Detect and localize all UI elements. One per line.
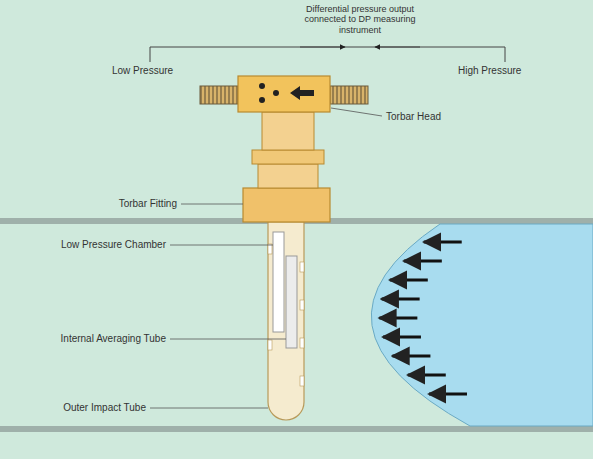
- internal-averaging-tube: [286, 256, 297, 348]
- flow-profile: [371, 224, 593, 426]
- high-pressure-connector: [330, 86, 368, 104]
- signal-line: [150, 47, 505, 62]
- part-label: Outer Impact Tube: [63, 402, 146, 414]
- part-label: Internal Averaging Tube: [61, 333, 166, 345]
- signal-arrow: [300, 47, 345, 48]
- flow-arrow: [429, 392, 467, 395]
- part-label: Low Pressure Chamber: [61, 239, 166, 251]
- part-label: Torbar Head: [386, 111, 441, 123]
- low-pressure-chamber: [273, 232, 284, 332]
- leader-lines: [150, 108, 382, 408]
- flow-direction-arrow: [290, 86, 314, 100]
- flow-arrow: [390, 278, 428, 281]
- head-dot: [273, 90, 279, 96]
- compression-nut: [258, 164, 318, 188]
- stem: [262, 112, 314, 150]
- low-pressure-connector: [200, 86, 238, 104]
- flow-arrows: [379, 242, 467, 394]
- signal-arrow: [375, 47, 420, 48]
- flow-arrow: [424, 240, 462, 243]
- port-label: High Pressure: [458, 65, 521, 77]
- outer-impact-tube: [268, 222, 304, 420]
- port-label: Low Pressure: [112, 65, 173, 77]
- pipe-wall: [0, 426, 593, 432]
- torbar-fitting: [243, 188, 330, 222]
- torbar-head: [238, 76, 330, 112]
- head-dot: [259, 83, 265, 89]
- flow-arrow: [379, 316, 417, 319]
- part-label: Torbar Fitting: [119, 198, 177, 210]
- impact-slots: [268, 244, 304, 386]
- flow-arrow: [408, 373, 446, 376]
- flow-arrow: [382, 297, 420, 300]
- instrument-note: Differential pressure output connected t…: [300, 4, 420, 35]
- head-dot: [259, 97, 265, 103]
- flow-arrow: [392, 354, 430, 357]
- flow-arrow: [383, 335, 421, 338]
- flow-arrow: [404, 259, 442, 262]
- hex-nut: [252, 150, 324, 164]
